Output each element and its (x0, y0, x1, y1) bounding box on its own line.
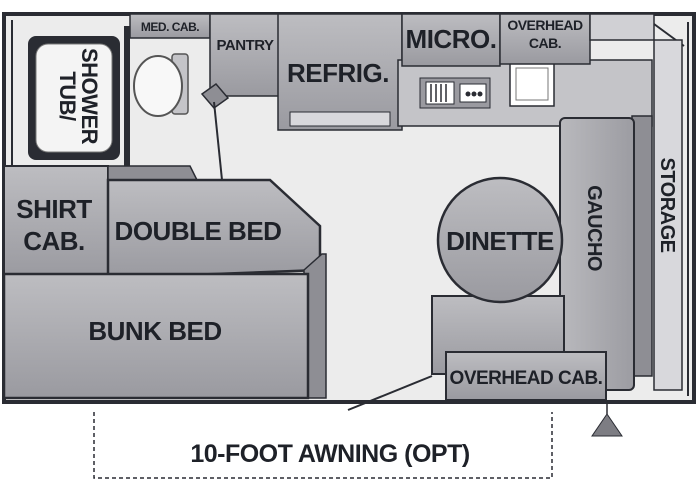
pantry (209, 13, 281, 97)
tub-shower-basin (35, 43, 113, 153)
storage (653, 39, 683, 391)
tub-shower-label-1: TUB/ (55, 71, 80, 121)
overhead-cab-bottom-label: OVERHEAD CAB. (450, 368, 603, 389)
knob-icon (465, 91, 471, 97)
overhead-cab-bottom (445, 351, 607, 401)
micro-label: MICRO. (406, 24, 497, 54)
sink-basin (515, 67, 549, 101)
stove-burner-left-icon (425, 81, 455, 105)
bunk-bed-label: BUNK BED (88, 316, 221, 346)
bunk-bed (2, 272, 310, 400)
bathroom-divider (124, 26, 130, 166)
med-cab-label: MED. CAB. (141, 20, 199, 34)
gaucho-label: GAUCHO (583, 185, 605, 271)
pantry-label: PANTRY (217, 37, 274, 54)
dinette-table (436, 176, 564, 304)
shirt-cab (3, 165, 109, 279)
entry-door-swing (347, 375, 433, 411)
toilet-icon (133, 55, 183, 117)
overhead-cab-top-label-2: CAB. (529, 35, 561, 51)
storage-label: STORAGE (656, 157, 678, 252)
bath-door-swing (213, 101, 223, 181)
double-bed (106, 178, 322, 280)
overhead-cab-top-label-1: OVERHEAD (507, 17, 583, 33)
shirt-cab-label-2: CAB. (23, 226, 85, 256)
awning-outline (93, 412, 553, 479)
tub-shower-label-2: SHOWER (77, 48, 102, 145)
knob-icon (471, 91, 477, 97)
refrigerator (277, 13, 403, 131)
dinette-label: DINETTE (446, 226, 554, 256)
sink-icon (509, 61, 555, 107)
refrigerator-base (289, 111, 391, 127)
double-bed-label: DOUBLE BED (115, 216, 282, 246)
refrig-label: REFRIG. (287, 58, 389, 88)
awning-label: 10-FOOT AWNING (OPT) (190, 440, 470, 468)
knob-icon (477, 91, 483, 97)
corner-wall (589, 13, 655, 41)
shirt-cab-label-1: SHIRT (16, 194, 92, 224)
entry-door-icon (591, 413, 623, 437)
bath-door (200, 82, 230, 110)
